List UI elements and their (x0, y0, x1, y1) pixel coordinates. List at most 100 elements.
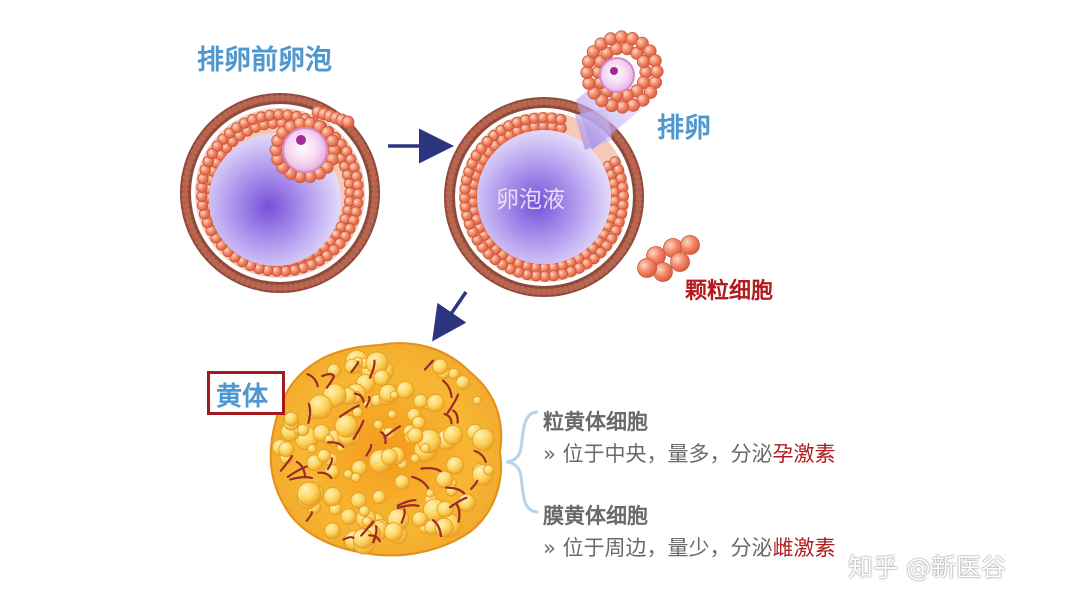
vessel-streak (456, 504, 461, 523)
luteal-cell (350, 492, 367, 509)
vessel-streak (305, 511, 314, 522)
luteal-cell (472, 395, 482, 406)
luteal-cell (389, 390, 399, 400)
vessel-streak (446, 393, 460, 414)
description-theca-lutein: 膜黄体细胞 » 位于周边，量少，分泌雌激素 (543, 500, 836, 562)
cumulus-cell (626, 98, 640, 112)
vessel-streak (420, 467, 442, 473)
vessel-streak (448, 496, 468, 509)
vessel-streak (400, 508, 406, 524)
vessel-streak (342, 536, 355, 541)
pre-ovulatory-follicle (180, 93, 380, 293)
description-heading: 粒黄体细胞 (543, 410, 648, 434)
luteal-cell (296, 423, 310, 437)
luteal-cell (432, 358, 449, 375)
description-heading: 膜黄体细胞 (543, 504, 648, 528)
description-granulosa-lutein: 粒黄体细胞 » 位于中央，量多，分泌孕激素 (543, 406, 836, 468)
granulosa-cell (481, 135, 493, 148)
luteal-cell (436, 500, 454, 518)
label-corpus-luteum: 黄体 (216, 382, 269, 412)
luteal-cell (472, 428, 495, 451)
label-follicular-fluid: 卵泡液 (496, 187, 565, 213)
luteal-cell (307, 394, 333, 420)
luteal-cell (344, 358, 360, 375)
vessel-streak (441, 379, 453, 399)
luteal-cell (317, 448, 331, 463)
cumulus-cell (650, 64, 664, 79)
luteal-cell (278, 441, 295, 458)
luteal-cell (324, 522, 341, 539)
granulosa-cell (211, 140, 223, 152)
vessel-streak (368, 359, 376, 379)
granulosa-cell (555, 113, 567, 126)
cumulus-cell (341, 115, 355, 129)
vessel-streak (470, 479, 479, 490)
corpus-luteum-label-box (207, 371, 285, 415)
luteal-cell (394, 474, 410, 490)
vessel-streak (431, 519, 442, 538)
luteal-cell (442, 425, 463, 446)
luteal-cell (413, 393, 428, 409)
cumulus-cell (648, 54, 662, 68)
cumulus-cell (325, 134, 339, 148)
vessel-streak (365, 443, 373, 457)
granulosa-cells-ring-2 (459, 112, 629, 282)
cumulus-cells (269, 105, 355, 184)
luteal-cell (350, 472, 361, 483)
luteal-cell (383, 522, 404, 542)
hormone-name: 雌激素 (772, 536, 836, 560)
luteal-cell (373, 369, 391, 387)
luteal-cell (323, 487, 343, 507)
luteal-cell (426, 393, 445, 413)
luteal-cell (358, 505, 371, 517)
vessel-streak (396, 499, 417, 507)
vessel-streak (368, 534, 381, 543)
vessel-streak (360, 520, 375, 537)
vessel-streak (353, 392, 365, 403)
luteal-cell (420, 443, 431, 454)
cumulus-cell (615, 100, 630, 114)
granulosa-cell (637, 258, 657, 278)
granulosa-cell (670, 252, 690, 272)
vessel-streak (443, 413, 453, 425)
vessel-streak (307, 402, 312, 424)
luteal-cell (411, 415, 426, 430)
cumulus-cell (580, 65, 594, 80)
description-text: » 位于中央，量多，分泌 (543, 442, 773, 466)
theca-cell (367, 163, 376, 171)
label-ovulation: 排卵 (657, 113, 711, 144)
granulosa-cell-cluster (637, 235, 700, 282)
description-line: » 位于中央，量多，分泌孕激素 (543, 438, 836, 468)
luteal-cell (396, 381, 415, 400)
ovulating-follicle (444, 30, 664, 297)
luteal-cell (373, 419, 384, 430)
luteal-cell (448, 368, 460, 380)
follicular-antrum-2 (477, 130, 611, 264)
released-oocyte-nucleus (610, 67, 618, 75)
vessel-streak (411, 475, 430, 490)
vessel-streak (326, 457, 334, 471)
cumulus-cell (604, 32, 618, 46)
luteal-cell (340, 508, 357, 525)
vessel-streak (473, 449, 487, 464)
vessel-streak (350, 360, 360, 374)
luteal-cell-blobs (271, 349, 495, 555)
vessel-streak (327, 441, 345, 448)
cumulus-cell (582, 76, 596, 90)
hormone-name: 孕激素 (772, 442, 836, 466)
vessel-streak (396, 504, 420, 509)
watermark: 知乎 @新医谷 (848, 553, 1006, 582)
luteal-cell (334, 414, 358, 438)
oocyte (282, 127, 328, 173)
vessel-streak (365, 396, 371, 408)
luteal-cell (307, 443, 317, 454)
granulosa-cell (680, 235, 700, 255)
cumulus-cell (614, 30, 629, 44)
luteal-cell (410, 453, 420, 464)
luteal-cell (455, 375, 470, 390)
arrow-to-corpus-luteum (432, 291, 468, 342)
luteal-cell (380, 448, 398, 466)
theca-rim-texture (181, 94, 379, 292)
